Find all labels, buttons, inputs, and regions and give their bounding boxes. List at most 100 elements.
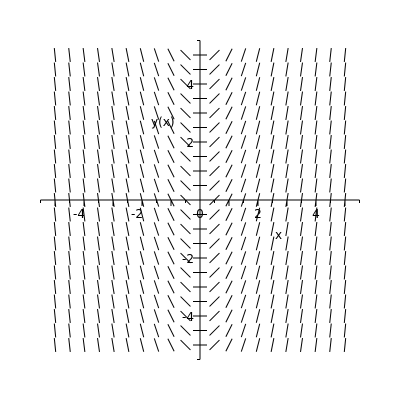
- slope-segment: [314, 134, 318, 150]
- axes: [40, 40, 360, 360]
- slope-segment: [255, 280, 261, 294]
- x-tick-label: -2: [131, 207, 143, 221]
- slope-segment: [300, 265, 303, 280]
- slope-segment: [53, 207, 57, 222]
- slope-segment: [180, 122, 191, 133]
- slope-segment: [153, 77, 160, 91]
- slope-segment: [300, 236, 303, 251]
- slope-segment: [240, 106, 247, 120]
- slope-segment: [97, 265, 100, 280]
- slope-segment: [209, 281, 220, 293]
- slope-segment: [167, 106, 175, 120]
- slope-segment: [285, 309, 289, 323]
- slope-segment: [97, 236, 100, 251]
- slope-segment: [343, 120, 347, 135]
- slope-segment: [343, 337, 347, 353]
- slope-segment: [82, 221, 86, 237]
- slope-segment: [180, 93, 191, 104]
- slope-segment: [209, 223, 220, 235]
- slope-segment: [329, 308, 332, 324]
- slope-segment: [314, 236, 318, 251]
- slope-segment: [125, 120, 130, 135]
- slope-segment: [343, 221, 347, 237]
- slope-segment: [270, 106, 275, 120]
- slope-segment: [240, 338, 247, 352]
- slope-segment: [300, 149, 303, 164]
- slope-segment: [300, 134, 303, 150]
- slope-segment: [270, 149, 275, 164]
- slope-segment: [111, 280, 115, 294]
- slope-segment: [68, 323, 71, 338]
- slope-segment: [82, 76, 86, 92]
- slope-segment: [255, 236, 261, 251]
- slope-segment: [225, 150, 233, 163]
- slope-segment: [314, 265, 318, 280]
- y-tick-label: -4: [182, 310, 194, 324]
- slope-segment: [209, 267, 220, 278]
- slope-segment: [180, 281, 191, 293]
- slope-segment: [153, 251, 160, 265]
- slope-segment: [139, 280, 145, 294]
- slope-segment: [285, 106, 289, 120]
- slope-segment: [139, 164, 145, 178]
- slope-segment: [225, 106, 233, 120]
- slope-segment: [329, 149, 332, 164]
- slope-segment: [329, 62, 332, 77]
- slope-segment: [343, 250, 347, 266]
- slope-segment: [82, 120, 86, 135]
- slope-segment: [240, 91, 247, 106]
- slope-segment: [97, 337, 100, 353]
- slope-segment: [270, 236, 275, 251]
- slope-segment: [240, 236, 247, 251]
- slope-segment: [270, 251, 275, 265]
- slope-segment: [68, 294, 71, 309]
- slope-segment: [53, 265, 57, 280]
- slope-segment: [300, 294, 303, 309]
- slope-segment: [270, 265, 275, 280]
- slope-segment: [255, 294, 261, 309]
- slope-segment: [167, 135, 175, 149]
- slope-segment: [255, 149, 261, 164]
- slope-segment: [285, 178, 289, 193]
- slope-segment: [209, 136, 220, 148]
- slope-segment: [125, 323, 130, 338]
- slope-segment: [139, 48, 145, 62]
- slope-segment: [329, 250, 332, 266]
- slope-segment: [300, 47, 303, 63]
- slope-segment: [270, 62, 275, 77]
- x-tick-label: 0: [196, 207, 204, 221]
- slope-segment: [167, 48, 175, 62]
- slope-segment: [97, 120, 100, 135]
- slope-segment: [225, 309, 233, 323]
- slope-segment: [270, 338, 275, 352]
- slope-segment: [209, 339, 220, 351]
- slope-segment: [300, 62, 303, 77]
- slope-segment: [125, 309, 130, 323]
- slope-segment: [53, 62, 57, 77]
- slope-segment: [111, 251, 115, 265]
- slope-segment: [68, 105, 71, 121]
- slope-segment: [153, 207, 160, 222]
- slope-segment: [125, 280, 130, 294]
- slope-segment: [314, 308, 318, 324]
- slope-segment: [240, 164, 247, 178]
- slope-segment: [97, 91, 100, 106]
- slope-segment: [255, 77, 261, 91]
- slope-segment: [314, 207, 318, 222]
- slope-segment: [300, 207, 303, 222]
- slope-segment: [314, 323, 318, 338]
- slope-segment: [300, 250, 303, 266]
- slope-segment: [314, 178, 318, 193]
- slope-segment: [139, 338, 145, 352]
- slope-segment: [329, 163, 332, 179]
- slope-segment: [225, 208, 233, 221]
- slope-segment: [68, 265, 71, 280]
- slope-segment: [111, 265, 115, 280]
- slope-segment: [68, 279, 71, 295]
- slope-segment: [255, 48, 261, 62]
- slope-segment: [53, 221, 57, 237]
- x-axis-label: x: [275, 228, 282, 242]
- slope-segment: [225, 48, 233, 62]
- slope-segment: [240, 62, 247, 77]
- slope-segment: [329, 265, 332, 280]
